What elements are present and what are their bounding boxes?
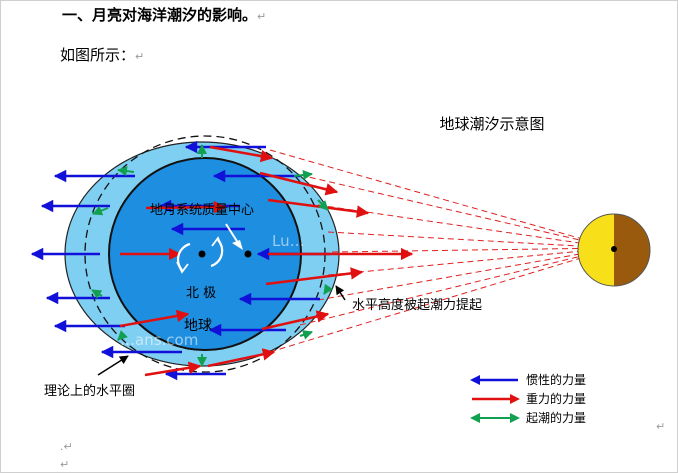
theoretical-level-label: 理论上的水平圈 (44, 383, 135, 399)
tide-raising-arrows (91, 144, 334, 367)
paragraph-mark: ↵ (257, 10, 267, 23)
paragraph-mark: .↵ (60, 440, 73, 453)
green-arrow-icon (470, 412, 520, 423)
moon-icon (577, 213, 651, 287)
blue-arrow-icon (470, 374, 518, 385)
paragraph-mark: ↵ (60, 458, 70, 471)
legend-label: 起潮的力量 (526, 411, 587, 425)
watermark-bottom: …ans.com (120, 331, 198, 349)
watermark-top: Lu… (272, 232, 305, 250)
rotation-icon (176, 236, 224, 274)
paragraph-mark: ↵ (656, 420, 666, 433)
diagram-title: 地球潮汐示意图 (439, 115, 544, 133)
legend-item-tide-raising: 起潮的力量 (470, 408, 586, 427)
section-heading: 一、月亮对海洋潮汐的影响。↵ (62, 4, 266, 25)
intro-label: 如图所示： (60, 46, 136, 64)
raised-water-label: 水平高度被起潮力提起 (352, 297, 482, 313)
moon-guide-lines (269, 149, 615, 353)
legend-item-gravity: 重力的力量 (470, 389, 586, 408)
raised-water-pointer (335, 285, 346, 301)
theoretical-pointer (97, 355, 129, 376)
barycenter-dot (244, 250, 252, 258)
red-arrow-icon (472, 393, 520, 404)
barycenter-pointer-head (232, 240, 243, 250)
gravity-arrows (119, 145, 414, 377)
north-pole-label: 北 极 (186, 286, 216, 301)
legend-label: 惯性的力量 (526, 373, 587, 387)
legend-label: 重力的力量 (526, 392, 587, 406)
barycenter-label: 地月系统质量中心 (150, 203, 254, 218)
heading-text: 一、月亮对海洋潮汐的影响。 (62, 6, 258, 24)
legend-item-inertia: 惯性的力量 (470, 370, 586, 389)
legend: 惯性的力量 重力的力量 起潮的力量 (470, 370, 586, 427)
earth-label: 地球 (184, 318, 212, 334)
earth-center-dot (198, 250, 206, 258)
paragraph-mark: ↵ (135, 50, 145, 63)
intro-text: 如图所示：↵ (60, 44, 144, 65)
